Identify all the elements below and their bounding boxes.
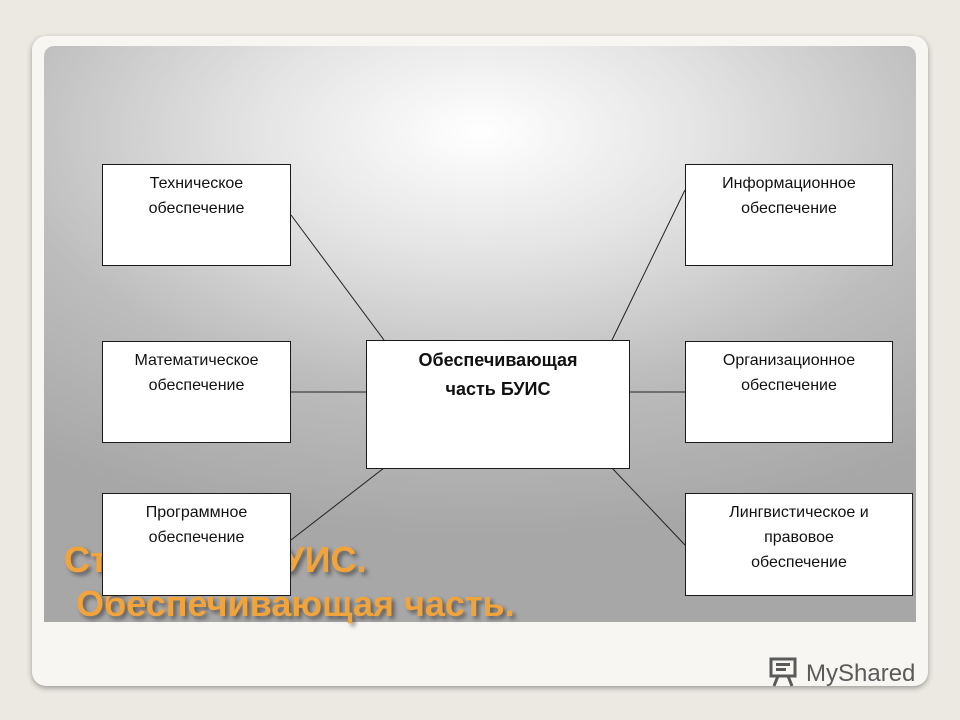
box-linguistic-line1: Лингвистическое и (729, 504, 869, 521)
box-linguistic-line3: обеспечение (751, 554, 847, 571)
connector-informational (611, 189, 686, 341)
watermark: MyShared (768, 657, 915, 691)
box-mathematical-line2: обеспечение (148, 377, 245, 394)
box-informational-line2: обеспечение (741, 200, 837, 217)
connector-linguistic (611, 467, 686, 546)
box-mathematical-line1: Математическое (134, 352, 259, 369)
box-informational-line1: Информационное (722, 175, 856, 192)
connector-software (290, 467, 385, 541)
box-technical-support: Техническое обеспечение (102, 164, 291, 266)
connector-technical (290, 214, 385, 341)
box-linguistic-line2: правовое (764, 529, 834, 546)
box-technical-line1: Техническое (149, 175, 244, 192)
box-organizational-line1: Организационное (722, 352, 856, 369)
box-mathematical-support: Математическое обеспечение (102, 341, 291, 443)
center-line2: часть БУИС (445, 379, 551, 399)
box-linguistic-legal-support: Лингвистическое и правовое обеспечение (685, 493, 913, 596)
box-informational-support: Информационное обеспечение (685, 164, 893, 266)
box-organizational-support: Организационное обеспечение (685, 341, 893, 443)
box-organizational-line2: обеспечение (741, 377, 837, 394)
box-technical-line2: обеспечение (148, 200, 245, 217)
box-software-support: Программное обеспечение (102, 493, 291, 596)
watermark-text: MyShared (806, 660, 916, 687)
box-software-line2: обеспечение (148, 529, 245, 546)
box-center-supporting-part: Обеспечивающая часть БУИС (366, 340, 630, 469)
center-line1: Обеспечивающая (418, 350, 578, 370)
presentation-icon (768, 656, 800, 693)
box-software-line1: Программное (145, 504, 248, 521)
